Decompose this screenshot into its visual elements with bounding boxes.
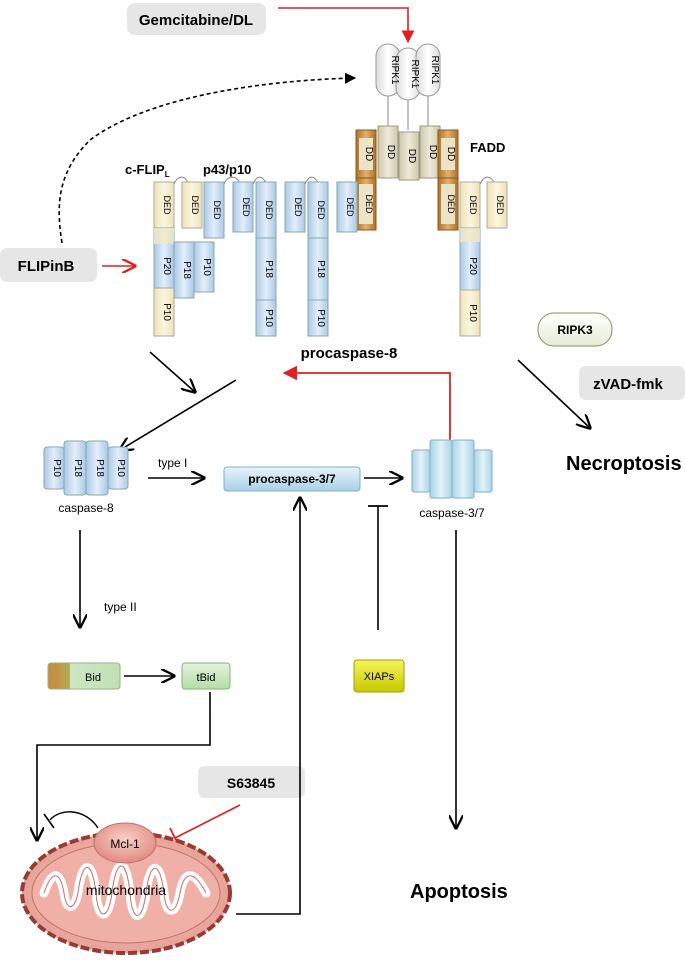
ripk1-label-1: RIPK1 bbox=[389, 56, 400, 85]
ded-fadd-left: DED bbox=[364, 194, 374, 214]
bid-label: Bid bbox=[85, 672, 101, 684]
dd-label-4: DD bbox=[427, 145, 438, 159]
ripk3-label: RIPK3 bbox=[557, 323, 593, 337]
mito-procaspase37-arrow bbox=[236, 498, 300, 915]
procaspase8-column-right: DED P20 P10 DED bbox=[459, 176, 508, 337]
pc8-ded-4: DED bbox=[316, 200, 326, 220]
necroptosis-arrow bbox=[517, 359, 590, 428]
ripk1-label-2: RIPK1 bbox=[409, 60, 420, 89]
procaspase8-column-1: DED DED P18 P10 bbox=[232, 176, 277, 337]
procaspase8-out-arrow bbox=[120, 379, 237, 450]
pc8r-ded-2: DED bbox=[495, 195, 505, 215]
ded-fadd-right: DED bbox=[446, 194, 456, 214]
pc8r-p20: P20 bbox=[467, 257, 478, 275]
procaspase8-label: procaspase-8 bbox=[301, 345, 398, 362]
cflip-ded: DED bbox=[162, 195, 172, 215]
p43p10-column: DED P18 P10 bbox=[173, 176, 241, 299]
xiaps-label: XIAPs bbox=[364, 671, 395, 683]
mitochondria-node: mitochondria bbox=[20, 831, 232, 955]
procaspase37-node: procaspase-3/7 bbox=[223, 466, 361, 492]
gemcitabine-arrow bbox=[278, 7, 415, 44]
p43p10-label: p43/p10 bbox=[203, 162, 251, 177]
pc8-ded-2: DED bbox=[264, 200, 274, 220]
mcl1-inhibit-curve bbox=[49, 811, 99, 829]
cflip-label: c-FLIPL bbox=[125, 162, 170, 179]
cflip-ded-2: DED bbox=[190, 195, 200, 215]
ripk1-label-3: RIPK1 bbox=[429, 56, 440, 85]
pc8-p10-2: P10 bbox=[315, 309, 326, 327]
mcl1-node: Mcl-1 bbox=[93, 822, 157, 864]
c8-p10-b: P10 bbox=[115, 459, 126, 477]
tbid-mito-arrow bbox=[37, 692, 211, 840]
zvad-fmk-pill: zVAD-fmk bbox=[579, 366, 685, 400]
type-i-label: type I bbox=[158, 456, 187, 470]
pc8-ded-1: DED bbox=[241, 197, 251, 217]
caspase37-node: caspase-3/7 bbox=[411, 439, 493, 520]
flipinb-ripk1-dashed-arrow bbox=[58, 72, 357, 244]
mcl1-label: Mcl-1 bbox=[110, 837, 140, 851]
c8-p10-a: P10 bbox=[51, 459, 62, 477]
s63845-label: S63845 bbox=[227, 775, 275, 791]
dd-label-1: DD bbox=[363, 147, 374, 161]
ripk1-box-3 bbox=[415, 43, 441, 97]
procaspase37-label: procaspase-3/7 bbox=[248, 472, 336, 486]
p43-p18: P18 bbox=[181, 261, 192, 279]
type-ii-label: type II bbox=[104, 600, 137, 614]
dd-label-5: DD bbox=[445, 147, 456, 161]
procaspase8-column-3: DED bbox=[336, 181, 358, 233]
caspase8-node: P10 P18 P18 P10 caspase-8 bbox=[43, 440, 129, 515]
cflip-p20: P20 bbox=[161, 257, 172, 275]
gemcitabine-dl-pill: Gemcitabine/DL bbox=[127, 3, 266, 35]
flipinb-label: FLIPinB bbox=[18, 258, 75, 275]
xiap-inhibit bbox=[368, 505, 388, 630]
pc8r-ded-1: DED bbox=[468, 195, 478, 215]
s63845-pill: S63845 bbox=[198, 766, 305, 798]
cflip-column: DED P20 P10 DED bbox=[153, 176, 203, 337]
caspase37-label: caspase-3/7 bbox=[419, 506, 485, 520]
pc8-p18-2: P18 bbox=[315, 260, 326, 278]
pc8r-p10: P10 bbox=[467, 304, 478, 322]
cflip-p10: P10 bbox=[161, 303, 172, 321]
procaspase8-column-2: DED DED P18 P10 bbox=[284, 176, 329, 337]
procaspase8-in-arrow bbox=[149, 351, 195, 392]
ripk3-node: RIPK3 bbox=[537, 312, 613, 347]
pc8-ded-3: DED bbox=[293, 197, 303, 217]
p43-p10: P10 bbox=[201, 258, 212, 276]
dd-label-3: DD bbox=[406, 149, 417, 163]
zvad-fmk-label: zVAD-fmk bbox=[593, 376, 663, 393]
ripk1-group: RIPK1 RIPK1 RIPK1 bbox=[375, 43, 441, 130]
necroptosis-label: Necroptosis bbox=[566, 453, 682, 475]
dd-label-2: DD bbox=[385, 145, 396, 159]
bid-node: Bid bbox=[47, 662, 121, 690]
fadd-dd-cluster: DD DD DD DD DD DED DED FADD bbox=[355, 125, 505, 231]
apoptosis-label: Apoptosis bbox=[410, 881, 508, 903]
tbid-label: tBid bbox=[197, 672, 216, 684]
caspase8-label: caspase-8 bbox=[58, 501, 114, 515]
c8-p18-b: P18 bbox=[94, 459, 105, 477]
caspase37-feedback-arrow bbox=[282, 365, 451, 450]
c8-p18-a: P18 bbox=[72, 459, 83, 477]
tbid-node: tBid bbox=[181, 662, 231, 690]
p43-ded: DED bbox=[212, 200, 222, 220]
mitochondria-label: mitochondria bbox=[86, 882, 166, 898]
pc8-ded-5: DED bbox=[345, 197, 355, 217]
xiaps-node: XIAPs bbox=[353, 659, 405, 693]
fadd-label: FADD bbox=[470, 140, 505, 155]
mcl1-inhibit-bar bbox=[43, 813, 55, 829]
gemcitabine-dl-label: Gemcitabine/DL bbox=[139, 12, 253, 29]
flipinb-pill: FLIPinB bbox=[0, 248, 97, 282]
pc8-p18-1: P18 bbox=[263, 260, 274, 278]
pc8-p10-1: P10 bbox=[263, 309, 274, 327]
